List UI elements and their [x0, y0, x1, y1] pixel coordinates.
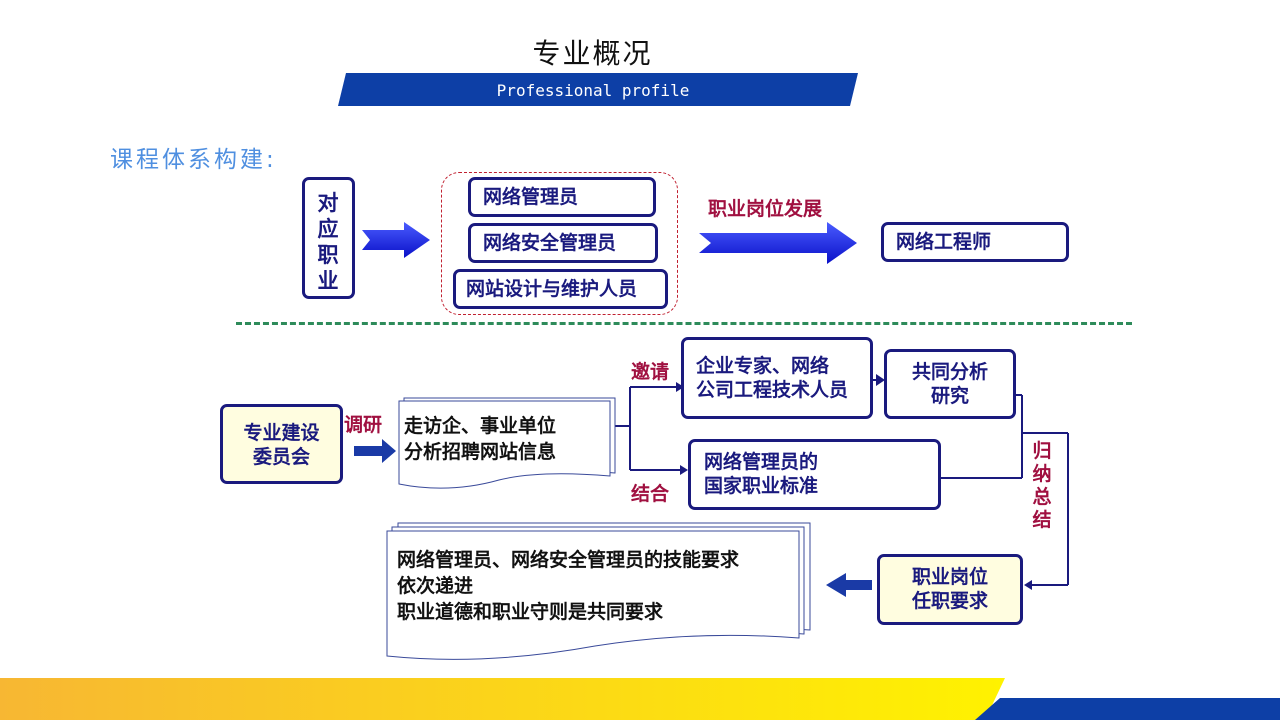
section-label: 课程体系构建:: [110, 147, 277, 173]
combine-label: 结合: [631, 483, 670, 505]
document-stack-result: [386, 522, 811, 660]
long-arrow-right-icon: [699, 222, 857, 264]
vertical-label: 对应职业: [317, 191, 341, 293]
section-divider: [236, 322, 1132, 325]
research-label: 调研: [344, 414, 383, 436]
visit-line-1: 走访企、事业单位: [404, 415, 557, 437]
roles-group: [441, 172, 678, 315]
invite-label: 邀请: [631, 361, 670, 383]
committee-line-1: 专业建设: [243, 422, 320, 444]
document-stack-visit: [398, 397, 616, 489]
experts-box: 企业专家、网络 公司工程技术人员: [681, 337, 873, 419]
role-web-maintainer: 网站设计与维护人员: [453, 269, 668, 309]
result-document: 网络管理员、网络安全管理员的技能要求 依次递进 职业道德和职业守则是共同要求: [397, 547, 739, 625]
result-line-1: 网络管理员、网络安全管理员的技能要求: [397, 549, 740, 571]
requirements-line-2: 任职要求: [911, 590, 988, 612]
subtitle-band: [338, 73, 858, 106]
requirements-line-1: 职业岗位: [911, 566, 988, 588]
vertical-label-box: 对应职业: [302, 177, 355, 299]
arrow-right-icon: [362, 222, 430, 258]
requirements-box: 职业岗位 任职要求: [877, 554, 1023, 625]
standard-line-1: 网络管理员的: [704, 451, 819, 473]
target-network-engineer: 网络工程师: [881, 222, 1069, 262]
page-subtitle: Professional profile: [496, 81, 690, 100]
experts-line-2: 公司工程技术人员: [696, 379, 849, 401]
experts-line-1: 企业专家、网络: [696, 355, 830, 377]
summarize-label: 归纳总结: [1032, 440, 1052, 531]
joint-line-1: 共同分析: [911, 361, 988, 383]
joint-line-2: 研究: [930, 385, 969, 407]
result-line-2: 依次递进: [397, 575, 474, 597]
standard-line-2: 国家职业标准: [704, 475, 819, 497]
visit-line-2: 分析招聘网站信息: [404, 441, 557, 463]
result-line-3: 职业道德和职业守则是共同要求: [397, 601, 664, 623]
committee-line-2: 委员会: [252, 446, 310, 468]
committee-box: 专业建设 委员会: [220, 404, 343, 484]
footer-band: [0, 678, 1280, 720]
standard-box: 网络管理员的 国家职业标准: [688, 439, 941, 510]
development-label: 职业岗位发展: [708, 198, 823, 220]
page-title: 专业概况: [532, 37, 653, 70]
role-security-admin: 网络安全管理员: [468, 223, 658, 263]
joint-analysis-box: 共同分析 研究: [884, 349, 1016, 419]
visit-document: 走访企、事业单位 分析招聘网站信息: [404, 413, 556, 465]
role-network-admin: 网络管理员: [468, 177, 656, 217]
